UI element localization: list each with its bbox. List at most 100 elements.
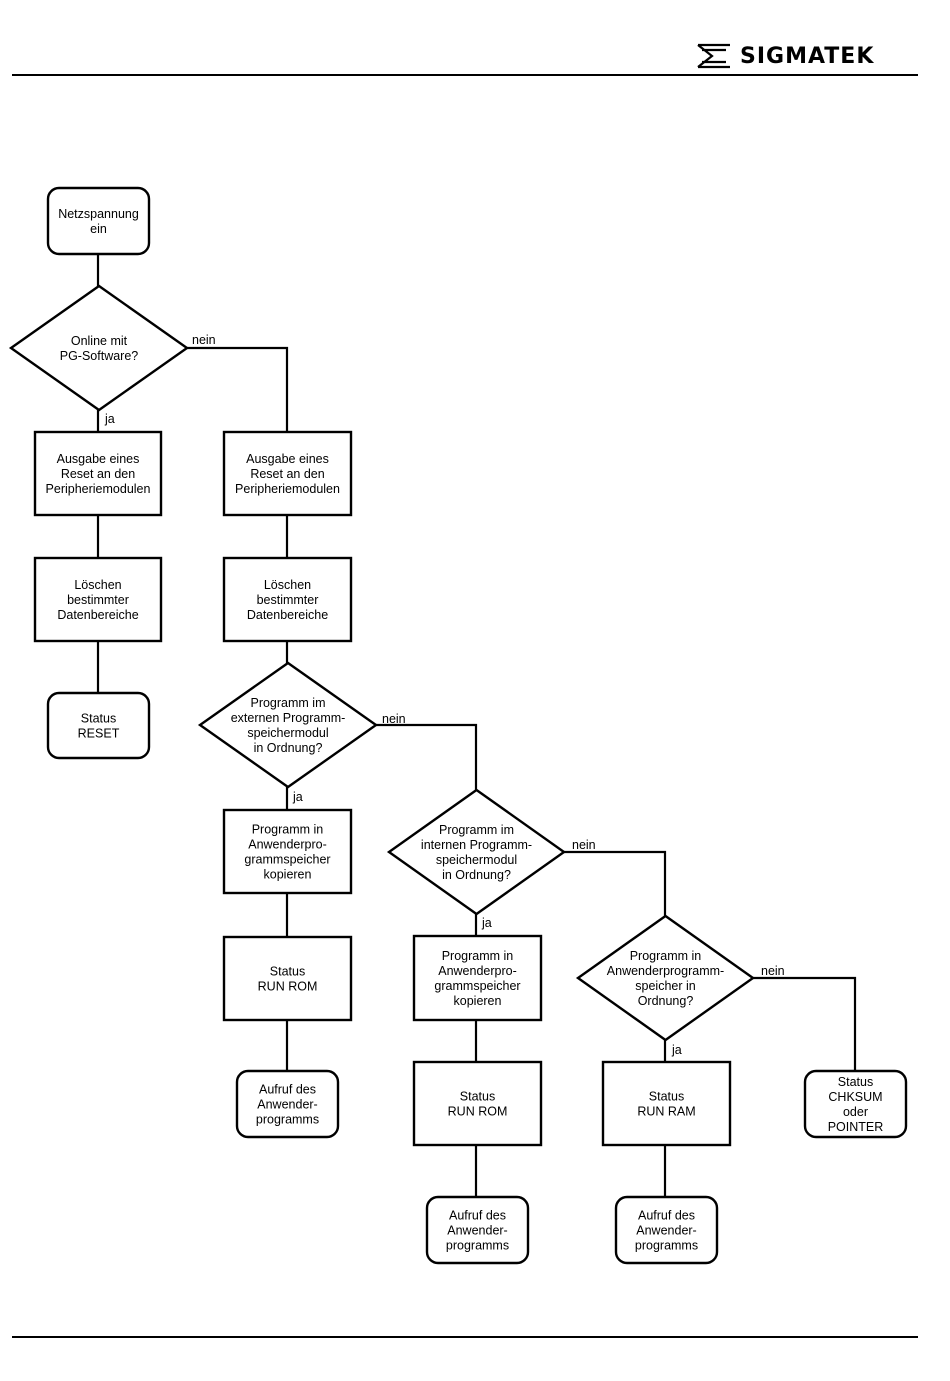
d_internal-line: Programm im	[439, 823, 514, 837]
process-shape	[33, 430, 163, 517]
d_internal-line: internen Programm-	[421, 838, 532, 852]
decision-shape	[386, 788, 567, 916]
d_external-line: speichermodul	[247, 726, 328, 740]
terminal-shape	[425, 1195, 530, 1265]
t_call3-line: Aufruf des	[638, 1209, 695, 1223]
connector-line	[753, 976, 857, 1071]
d_external-line: Programm im	[250, 696, 325, 710]
t_call2-line: Aufruf des	[449, 1209, 506, 1223]
l-user-ja-label: ja	[671, 1043, 682, 1057]
t_status_reset-line: RESET	[78, 727, 120, 741]
t_call3-line: Anwender-	[636, 1224, 696, 1238]
start-line: ein	[90, 222, 107, 236]
p_reset_right-line: Ausgabe eines	[246, 452, 329, 466]
p_clear_left-line: Datenbereiche	[57, 608, 138, 622]
terminal-shape	[46, 186, 151, 256]
d_user-line: Anwenderprogramm-	[607, 964, 724, 978]
d_internal-line: speichermodul	[436, 853, 517, 867]
header-rule	[12, 74, 918, 76]
p_copy1-line: Programm in	[252, 823, 324, 837]
t_chksum-line: oder	[843, 1105, 868, 1119]
t_chksum-line: Status	[838, 1075, 873, 1089]
t_call1-line: programms	[256, 1113, 319, 1127]
connector-line	[187, 346, 289, 432]
terminal-shape	[235, 1069, 340, 1139]
t_call2-line: Anwender-	[447, 1224, 507, 1238]
sigmatek-logo: SIGMATEK	[696, 42, 908, 70]
p_reset_left-line: Reset an den	[61, 467, 135, 481]
p_runrom1-line: RUN ROM	[258, 980, 318, 994]
t_status_reset-line: Status	[81, 712, 116, 726]
d_online-line: PG-Software?	[60, 349, 139, 363]
p_copy2-line: Anwenderpro-	[438, 964, 517, 978]
p_reset_left-line: Peripheriemodulen	[46, 482, 151, 496]
process-shape	[412, 1060, 543, 1147]
p_runram-line: Status	[649, 1090, 684, 1104]
t_chksum-line: POINTER	[828, 1120, 884, 1134]
p_runrom1-line: Status	[270, 965, 305, 979]
terminal-shape	[46, 691, 151, 760]
l-online-ja-label: ja	[104, 412, 115, 426]
flowchart-connectors	[96, 254, 857, 1197]
p_reset_right-line: Peripheriemodulen	[235, 482, 340, 496]
connector-line	[376, 723, 478, 790]
t_call2-line: programms	[446, 1239, 509, 1253]
t_chksum-line: CHKSUM	[828, 1090, 882, 1104]
terminal-shape	[803, 1069, 908, 1139]
p_reset_left-line: Ausgabe eines	[57, 452, 140, 466]
p_copy1-line: grammspeicher	[244, 853, 330, 867]
process-shape	[222, 556, 353, 643]
l-external-ja-label: ja	[292, 790, 303, 804]
process-shape	[601, 1060, 732, 1147]
l-online-nein-label: nein	[192, 333, 216, 347]
p_copy1-line: Anwenderpro-	[248, 838, 327, 852]
d_user-line: speicher in	[635, 979, 695, 993]
process-shape	[222, 808, 353, 895]
d_online-line: Online mit	[71, 334, 128, 348]
l-internal-nein-label: nein	[572, 838, 596, 852]
p_runrom2-line: RUN ROM	[448, 1105, 508, 1119]
p_copy2-line: Programm in	[442, 949, 514, 963]
p_reset_right-line: Reset an den	[250, 467, 324, 481]
decision-shape	[575, 914, 756, 1042]
process-shape	[222, 430, 353, 517]
p_copy2-line: grammspeicher	[434, 979, 520, 993]
connector-line	[564, 850, 667, 916]
t_call3-line: programms	[635, 1239, 698, 1253]
p_clear_right-line: Löschen	[264, 578, 311, 592]
l-user-nein-label: nein	[761, 964, 785, 978]
decision-shape	[197, 661, 379, 789]
p_clear_right-line: Datenbereiche	[247, 608, 328, 622]
d_external-line: externen Programm-	[231, 711, 346, 725]
d_user-line: Ordnung?	[638, 994, 694, 1008]
terminal-shape	[614, 1195, 719, 1265]
process-shape	[33, 556, 163, 643]
footer-rule	[12, 1336, 918, 1338]
p_copy2-line: kopieren	[454, 994, 502, 1008]
d_user-line: Programm in	[630, 949, 702, 963]
sigmatek-logo-mark-icon	[697, 43, 730, 69]
p_clear_right-line: bestimmter	[257, 593, 319, 607]
t_call1-line: Anwender-	[257, 1098, 317, 1112]
decision-shape	[8, 284, 190, 412]
process-shape	[222, 935, 353, 1022]
t_call1-line: Aufruf des	[259, 1083, 316, 1097]
start-line: Netzspannung	[58, 207, 139, 221]
p_runrom2-line: Status	[460, 1090, 495, 1104]
